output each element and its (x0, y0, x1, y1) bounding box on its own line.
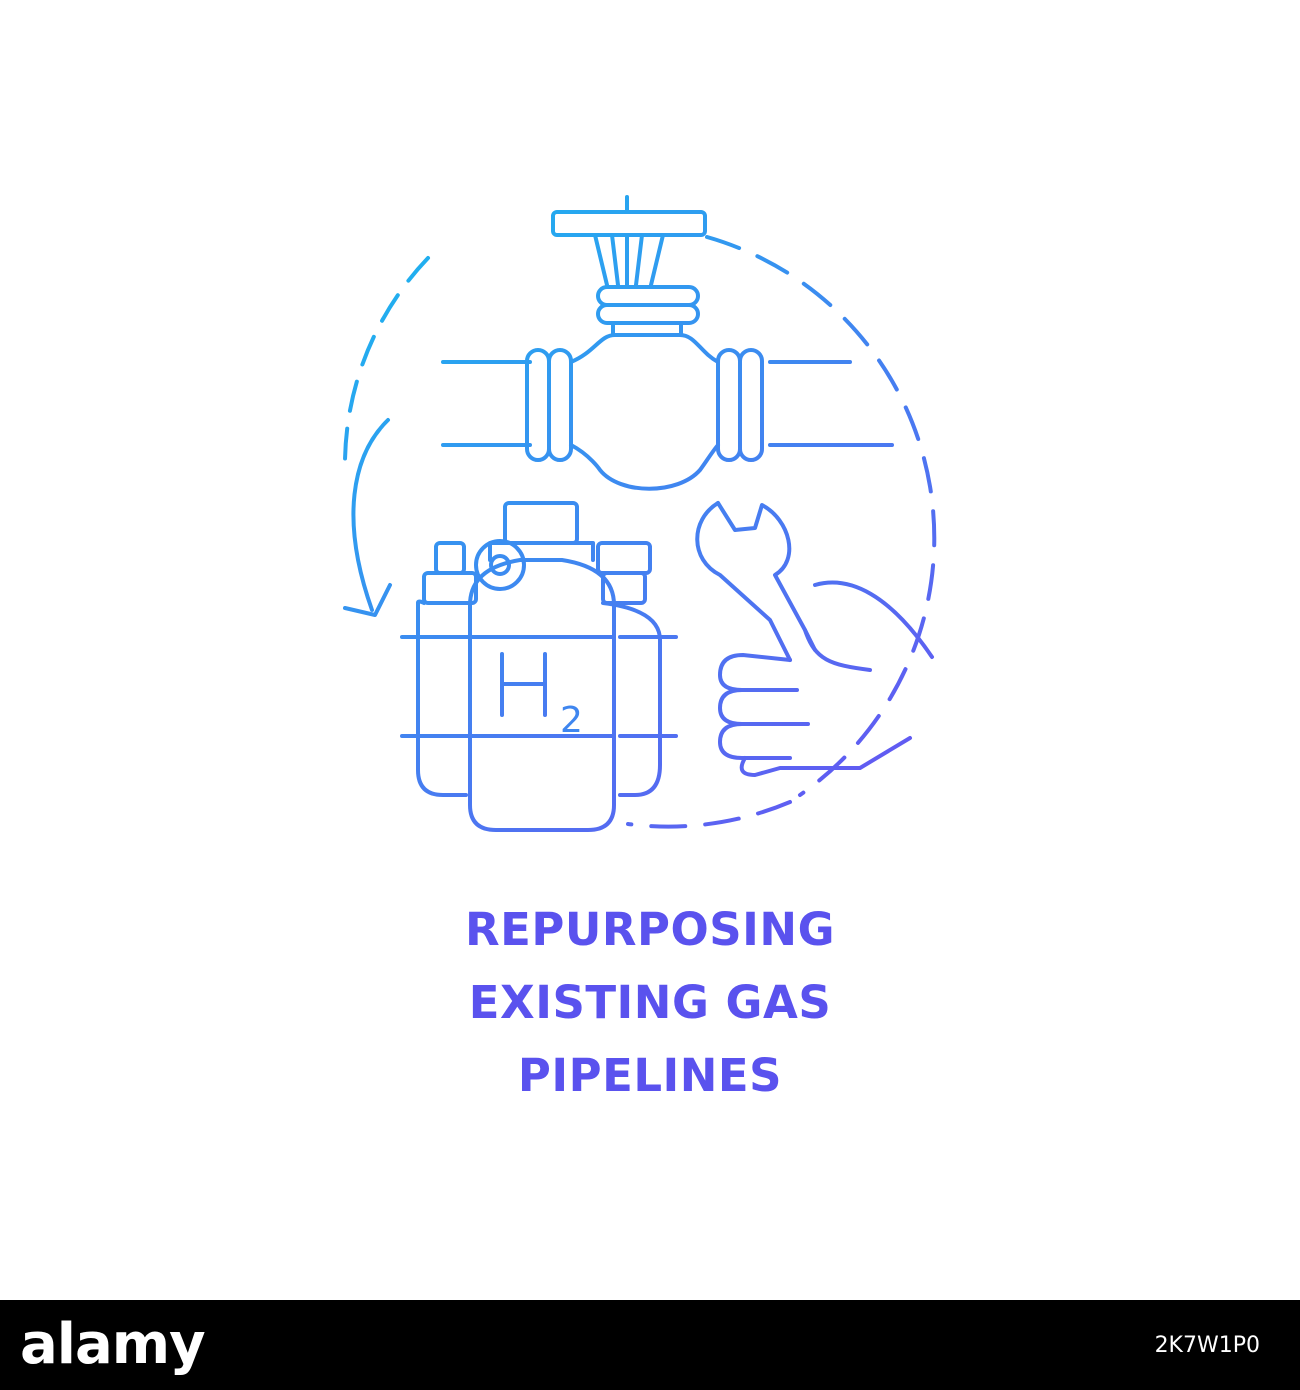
hand-wrench-icon (695, 501, 934, 777)
caption-title: REPURPOSING EXISTING GAS PIPELINES (0, 893, 1300, 1112)
h2-label (500, 652, 547, 717)
pipeline-valve-icon (441, 195, 894, 491)
caption-line-2: EXISTING GAS (468, 976, 832, 1029)
concept-icon-illustration: 2 (342, 195, 937, 832)
hydrogen-cylinders-icon (400, 501, 678, 832)
dashed-circle-arc-bottom (626, 800, 792, 829)
dashed-circle-arc-left (342, 256, 430, 472)
h2-subscript: 2 (560, 700, 583, 741)
dashed-circle-arc (705, 235, 937, 797)
caption-line-1: REPURPOSING (464, 903, 836, 956)
image-code: 2K7W1P0 (1154, 1333, 1260, 1358)
watermark-footer: alamy 2K7W1P0 (0, 1300, 1300, 1390)
curved-arrow-icon (343, 418, 392, 617)
alamy-logo: alamy (20, 1312, 206, 1377)
caption-line-3: PIPELINES (517, 1049, 783, 1102)
